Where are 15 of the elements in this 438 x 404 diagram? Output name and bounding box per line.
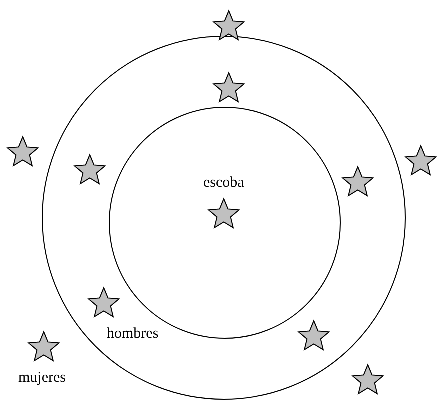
- star-icon: [208, 198, 240, 230]
- star-label: mujeres: [18, 370, 66, 386]
- star-icon: [28, 331, 60, 363]
- star-label: escoba: [204, 176, 244, 190]
- star-icon: [88, 287, 120, 319]
- star-label: hombres: [107, 326, 159, 342]
- ring-circle: [109, 107, 341, 339]
- star-icon: [213, 72, 245, 104]
- star-icon: [298, 320, 330, 352]
- star-icon: [352, 364, 384, 396]
- star-icon: [342, 166, 374, 198]
- star-icon: [405, 145, 437, 177]
- star-icon: [213, 10, 245, 42]
- star-icon: [7, 136, 39, 168]
- star-icon: [74, 154, 106, 186]
